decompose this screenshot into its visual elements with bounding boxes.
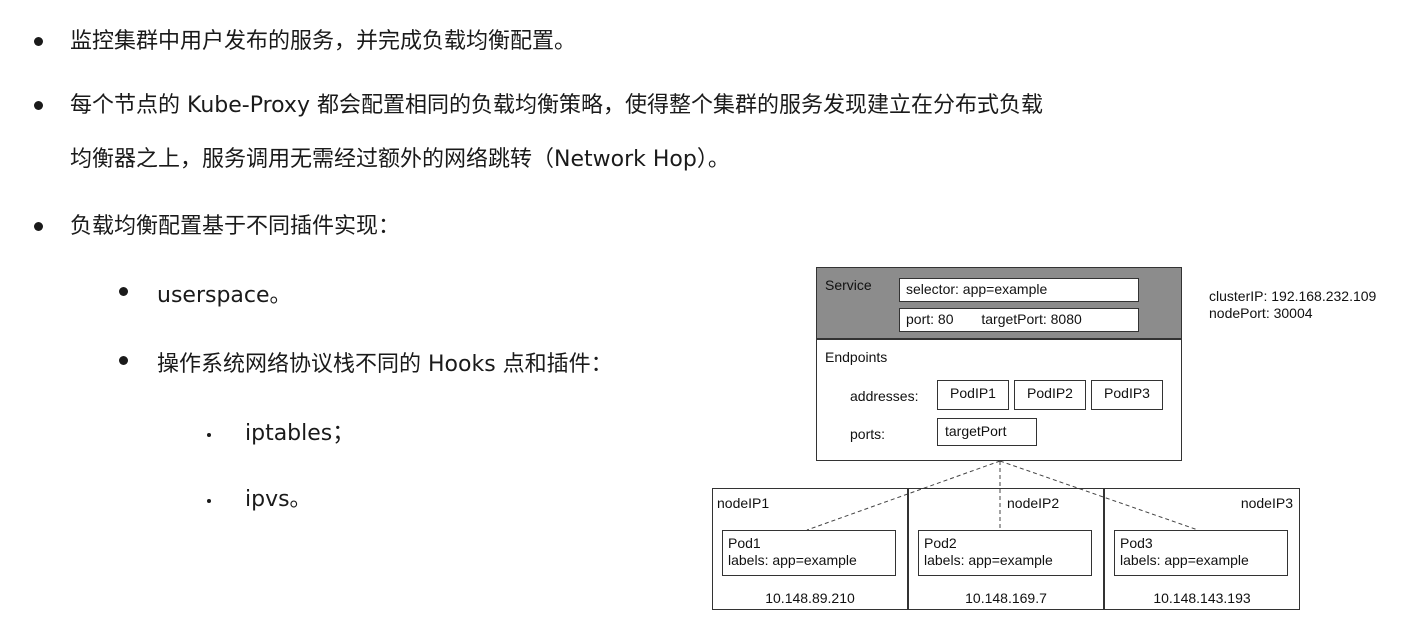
endpoints-title: Endpoints [825,349,888,365]
node-port-label: nodePort: 30004 [1209,305,1313,321]
addresses-label: addresses: [850,388,919,404]
node-box-2: nodeIP2 Pod2 labels: app=example 10.148.… [908,488,1104,610]
bullet-dot [34,37,43,46]
sub-bullet-text: 操作系统网络协议栈不同的 Hooks 点和插件： [157,352,613,377]
node-box-3: nodeIP3 Pod3 labels: app=example 10.148.… [1104,488,1300,610]
bullet-dot [34,101,43,110]
pod-labels: labels: app=example [1120,552,1249,568]
node-name: nodeIP1 [717,495,770,511]
sub-sub-bullet-text: ipvs。 [245,487,312,512]
pod-box: Pod3 labels: app=example [1114,530,1288,576]
sub-sub-bullet-dot [207,499,211,503]
bullet-text-continued: 均衡器之上，服务调用无需经过额外的网络跳转（Network Hop）。 [70,147,730,172]
node-box-1: nodeIP1 Pod1 labels: app=example 10.148.… [712,488,908,610]
bullet-text: 监控集群中用户发布的服务，并完成负载均衡配置。 [70,29,577,54]
pod-box: Pod2 labels: app=example [918,530,1092,576]
pod-name: Pod2 [924,535,957,551]
ports-value: targetPort [937,418,1037,446]
pod-name: Pod3 [1120,535,1153,551]
ports-label: ports: [850,426,886,442]
pod-ip-3: PodIP3 [1091,380,1163,410]
sub-sub-bullet-text: iptables； [245,421,355,446]
bullet-text: 每个节点的 Kube-Proxy 都会配置相同的负载均衡策略，使得整个集群的服务… [70,93,1043,118]
bullet-text: 负载均衡配置基于不同插件实现： [70,214,401,239]
service-ports: port: 80 targetPort: 8080 [899,308,1139,332]
pod-labels: labels: app=example [728,552,857,568]
node-ip: 10.148.89.210 [765,590,855,606]
node-name: nodeIP2 [1007,495,1060,511]
service-box: Service selector: app=example port: 80 t… [816,267,1182,339]
pod-name: Pod1 [728,535,761,551]
pod-ip-1: PodIP1 [937,380,1009,410]
sub-sub-bullet-dot [207,433,211,437]
pod-box: Pod1 labels: app=example [722,530,896,576]
service-selector: selector: app=example [899,278,1139,302]
node-ip: 10.148.143.193 [1153,590,1251,606]
sub-bullet-dot [119,287,128,296]
service-title: Service [825,277,872,293]
sub-bullet-dot [119,356,128,365]
pod-labels: labels: app=example [924,552,1053,568]
service-port: port: 80 [906,311,954,327]
sub-bullet-text: userspace。 [157,283,292,308]
endpoints-box: Endpoints addresses: PodIP1 PodIP2 PodIP… [816,339,1182,461]
pod-ip-2: PodIP2 [1014,380,1086,410]
cluster-ip-label: clusterIP: 192.168.232.109 [1209,288,1377,304]
connector-line-node1 [806,460,1001,531]
service-target-port: targetPort: 8080 [981,311,1082,327]
bullet-dot [34,222,43,231]
node-ip: 10.148.169.7 [965,590,1047,606]
node-name: nodeIP3 [1240,495,1293,511]
